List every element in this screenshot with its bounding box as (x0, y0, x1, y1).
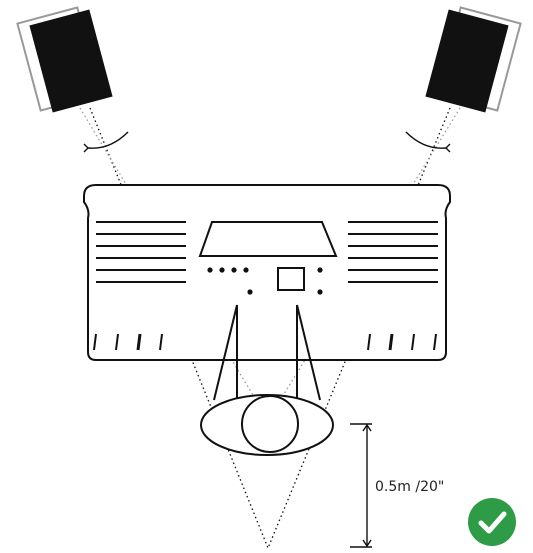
left-speaker (16, 6, 113, 113)
check-circle-icon (468, 498, 516, 546)
console-knobs (207, 267, 323, 295)
right-speaker (425, 6, 522, 113)
mixing-console (83, 184, 451, 361)
distance-dimension (350, 423, 372, 548)
toe-in-arrows (83, 131, 451, 153)
listener (200, 304, 334, 456)
distance-label: 0.5m /20" (375, 479, 444, 495)
speaker-axis-lines (79, 107, 461, 549)
